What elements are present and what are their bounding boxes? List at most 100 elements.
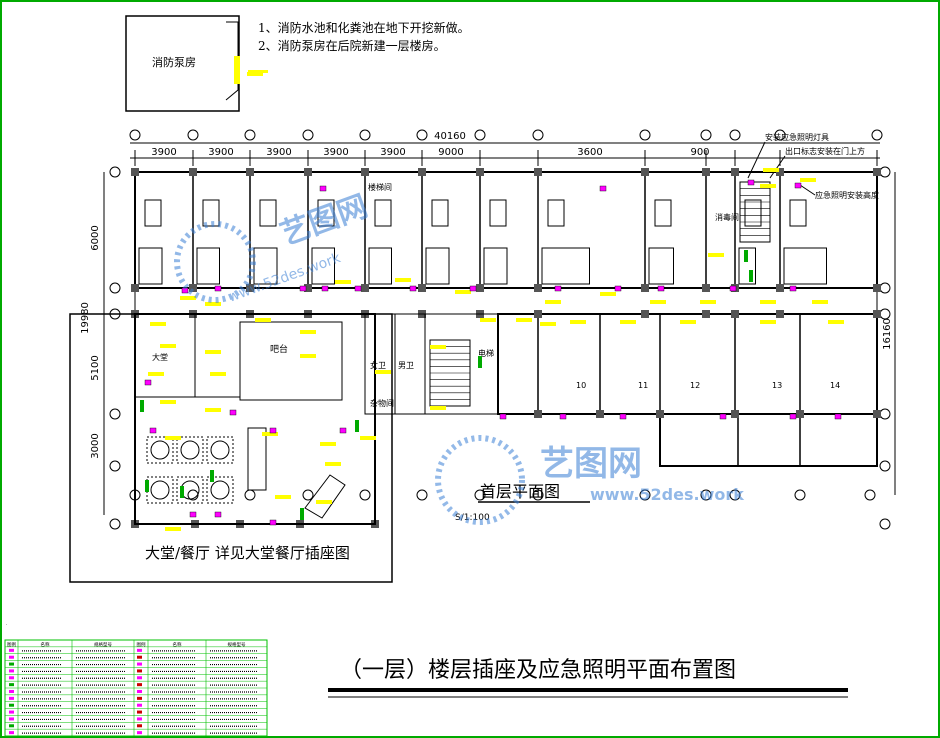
axis-bubble-top [302, 129, 314, 141]
female-wc-label: 女卫 [370, 360, 386, 370]
bar-label: 吧台 [270, 343, 288, 355]
column [873, 284, 881, 292]
annotation-3: 应急照明安装高度 [815, 190, 879, 200]
socket-outlet [214, 511, 222, 518]
label-tag [180, 296, 196, 300]
socket-outlet [789, 413, 797, 420]
dining-table [150, 440, 170, 460]
bathroom [483, 247, 508, 285]
bathroom [138, 247, 163, 285]
axis-bubble-bottom [639, 489, 651, 501]
label-tag [620, 320, 636, 324]
axis-bubble-bottom [864, 489, 876, 501]
bathroom [196, 247, 220, 285]
label-tag [262, 432, 278, 436]
legend-symbol [9, 703, 14, 707]
chairs [146, 436, 174, 464]
column [534, 410, 542, 418]
column [731, 410, 739, 418]
axis-bubble-left [109, 282, 121, 294]
column [641, 168, 649, 176]
bed [547, 199, 565, 227]
axis-bubble-left [109, 460, 121, 472]
left-dimension-top: 6000 [90, 225, 101, 250]
stair-label: 楼梯间 [368, 182, 392, 192]
label-tag [480, 318, 496, 322]
label-tag [275, 495, 291, 499]
axis-bubble-bottom [532, 489, 544, 501]
chairs [206, 436, 234, 464]
annotation-2: 出口标志安装在门上方 [785, 146, 865, 156]
column [304, 284, 312, 292]
dining-table [210, 480, 230, 500]
label-tag [540, 322, 556, 326]
legend-symbol [137, 669, 142, 673]
axis-bubble-bottom [359, 489, 371, 501]
label-tag [247, 72, 263, 76]
socket-outlet [794, 182, 802, 189]
emergency-light [145, 480, 149, 492]
chairs [176, 436, 204, 464]
top-dimension-0: 3900 [151, 147, 176, 158]
socket-outlet [747, 179, 755, 186]
bathroom [541, 247, 590, 285]
axis-bubble-left [109, 166, 121, 178]
column [731, 168, 739, 176]
label-tag [395, 278, 411, 282]
legend-note-1: · [6, 622, 7, 627]
bathroom [368, 247, 392, 285]
emergency-light [140, 400, 144, 412]
legend-header: 规格型号 [94, 641, 112, 648]
room-number: 14 [830, 381, 840, 390]
legend-symbol [9, 696, 14, 700]
column [304, 168, 312, 176]
label-tag [148, 372, 164, 376]
legend-symbol [9, 648, 14, 652]
column [534, 168, 542, 176]
axis-bubble-top [416, 129, 428, 141]
column [246, 284, 254, 292]
socket-outlet [409, 285, 417, 292]
label-tag [828, 320, 844, 324]
column [418, 284, 426, 292]
label-tag [335, 280, 351, 284]
axis-bubbles [109, 129, 891, 530]
legend-symbol [137, 662, 142, 666]
top-dimension-5: 9000 [438, 147, 463, 158]
label-tag [430, 406, 446, 410]
axis-bubble-right [879, 308, 891, 320]
label-tag [320, 442, 336, 446]
socket-outlet [144, 379, 152, 386]
axis-bubble-top [244, 129, 256, 141]
column [131, 284, 139, 292]
socket-outlet [469, 285, 477, 292]
lobby-outline [134, 313, 376, 525]
emergency-light [749, 270, 753, 282]
legend-header: 图例 [7, 641, 16, 648]
column [361, 168, 369, 176]
column [873, 168, 881, 176]
left-dimension-bottom: 3000 [90, 433, 101, 458]
pump-room-marker [234, 56, 240, 84]
bed [489, 199, 507, 227]
label-tag [545, 300, 561, 304]
socket-outlet [149, 427, 157, 434]
bed [144, 199, 162, 227]
dining-table [180, 440, 200, 460]
overall-dimension: 40160 [434, 131, 466, 142]
male-wc-label: 男卫 [398, 361, 414, 370]
legend-symbol [137, 655, 142, 659]
laundry-label: 消毒间 [715, 212, 739, 222]
column [656, 410, 664, 418]
socket-outlet [269, 519, 277, 526]
column [702, 310, 710, 318]
label-tag [760, 320, 776, 324]
axis-bubble-top [532, 129, 544, 141]
legend-symbol [137, 724, 142, 728]
axis-bubble-left [109, 518, 121, 530]
legend-header: 名称 [41, 641, 50, 648]
emergency-light [355, 420, 359, 432]
